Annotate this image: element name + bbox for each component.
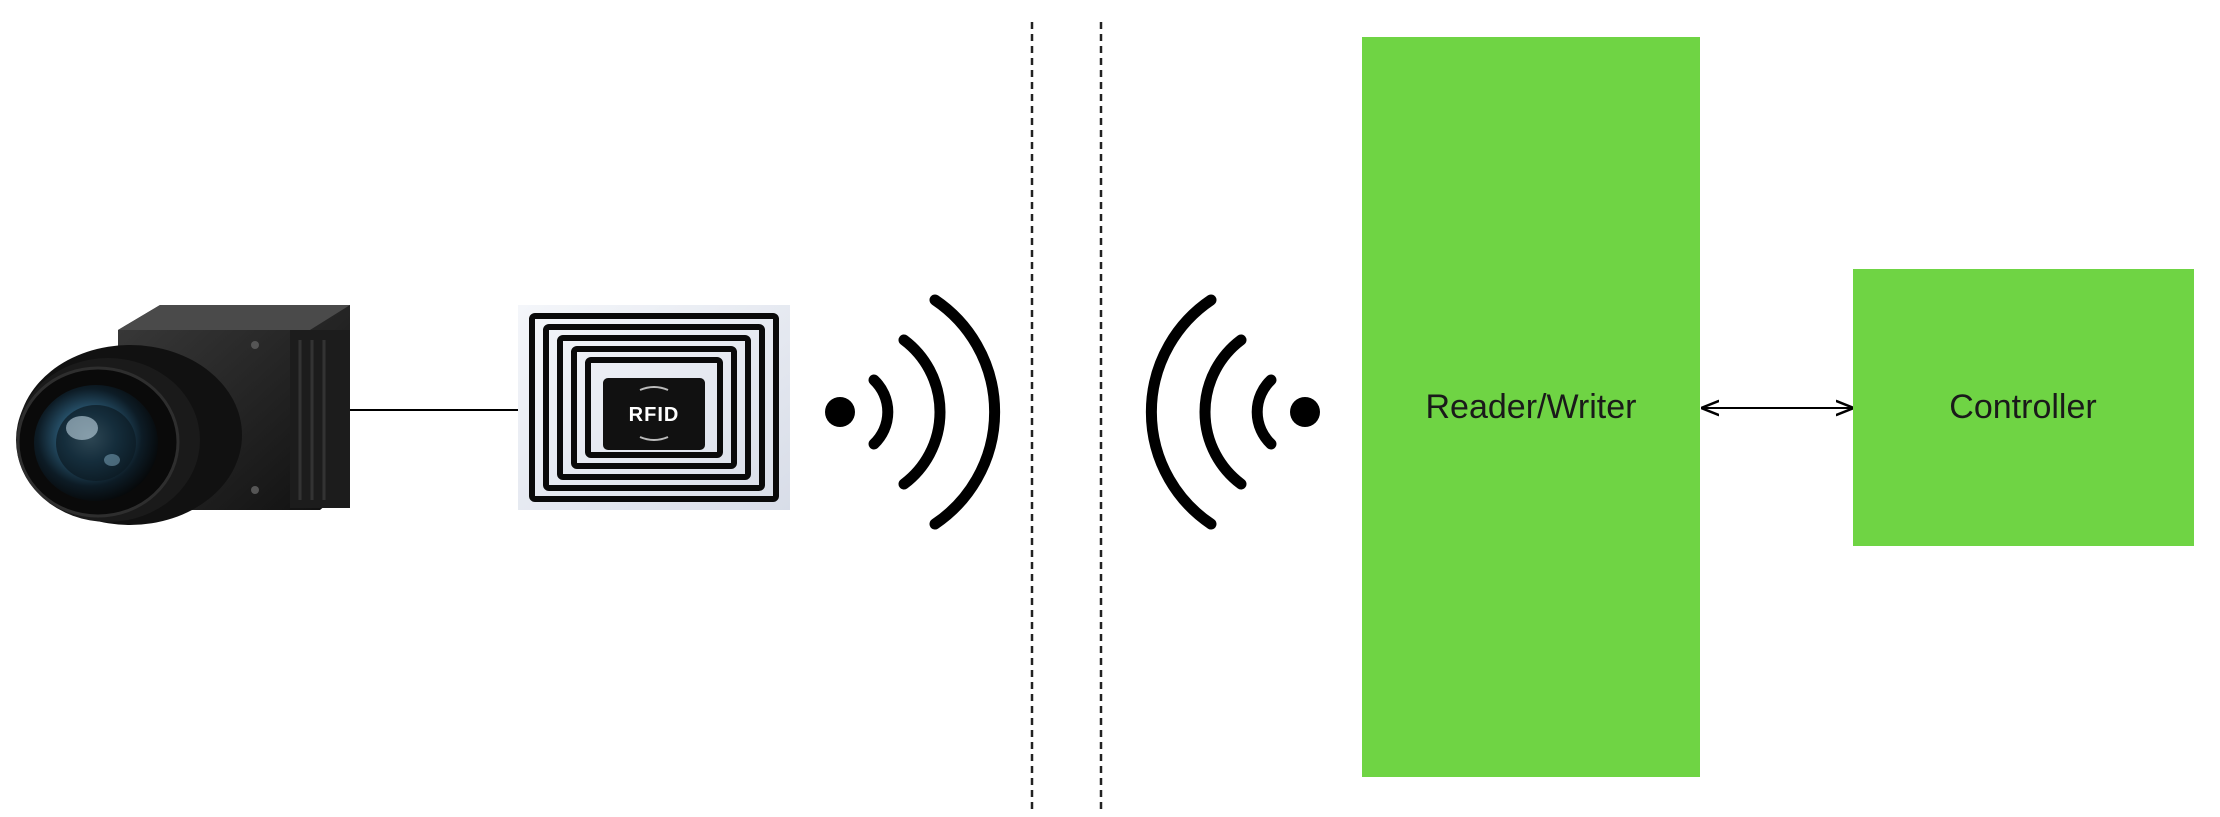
- reader-writer-block: Reader/Writer: [1362, 37, 1700, 777]
- camera-module-icon: [16, 305, 350, 525]
- controller-block: Controller: [1853, 269, 2194, 546]
- controller-box: [1853, 269, 2194, 546]
- rfid-chip-label: RFID: [629, 404, 680, 426]
- controller-label: Controller: [1949, 388, 2096, 426]
- rfid-tag-icon: RFID: [518, 305, 790, 510]
- reader-writer-box: [1362, 37, 1700, 777]
- air-gap-separator: [1030, 22, 1103, 812]
- tag-wireless-signal-icon: [825, 294, 1001, 530]
- reader-writer-label: Reader/Writer: [1426, 388, 1637, 426]
- reader-wireless-signal-icon: [1145, 294, 1320, 530]
